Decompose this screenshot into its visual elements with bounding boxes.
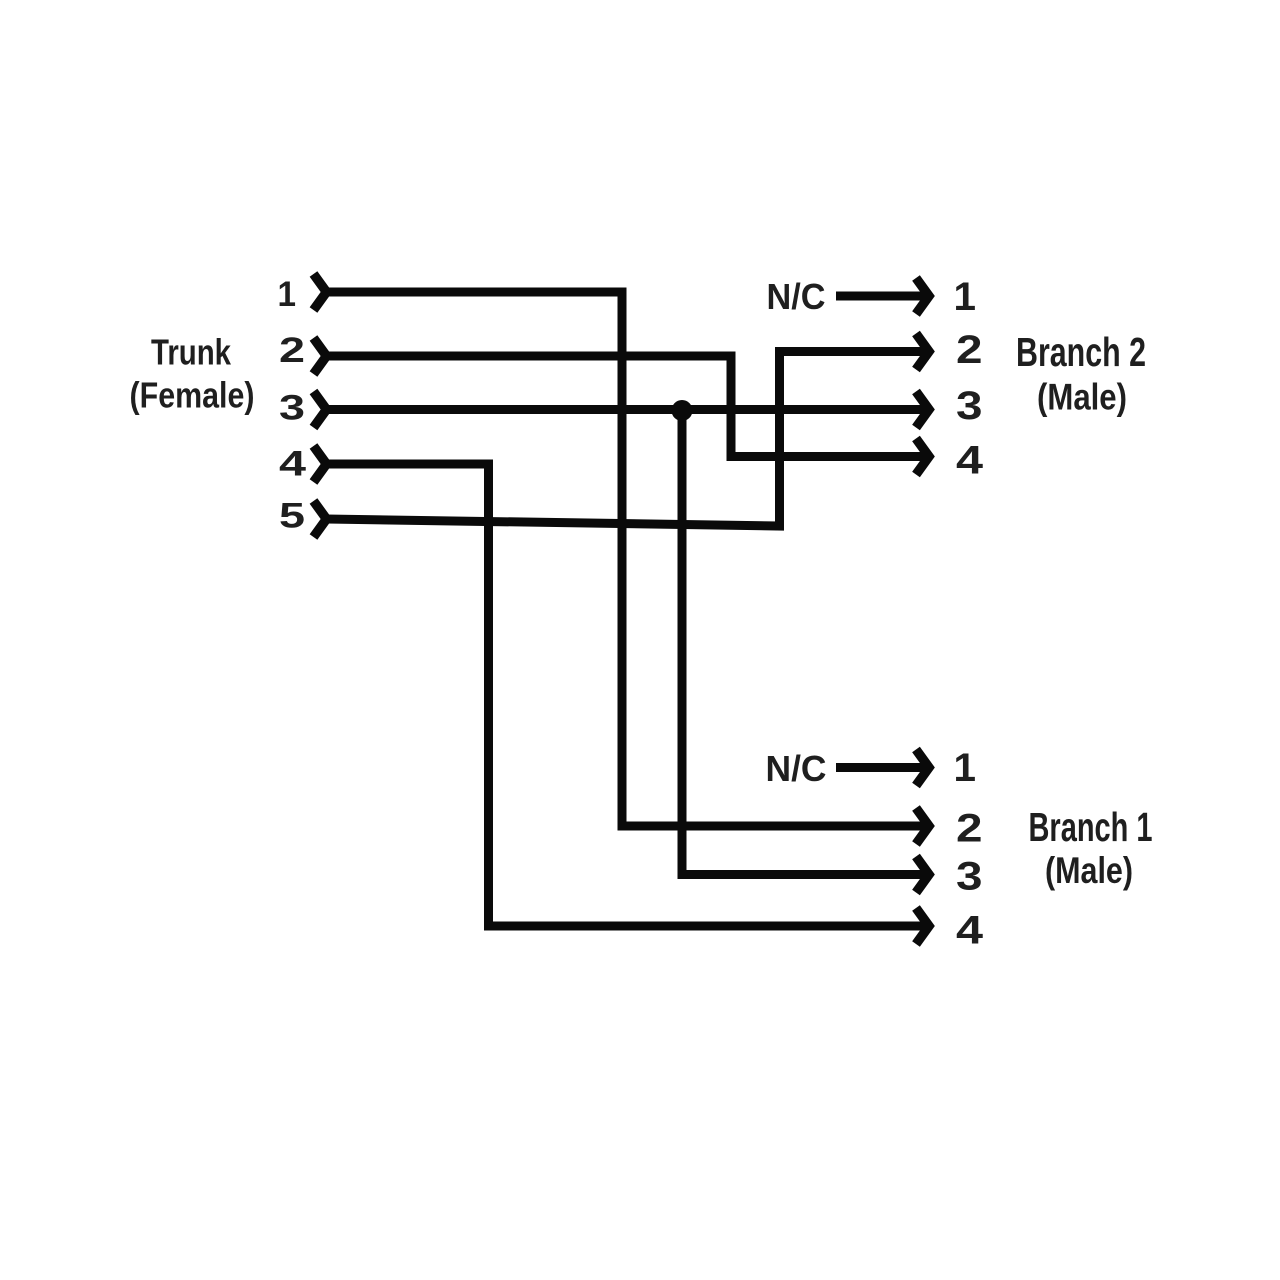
svg-text:1: 1 [954, 746, 977, 790]
svg-text:5: 5 [279, 497, 305, 536]
svg-text:3: 3 [956, 855, 983, 899]
svg-text:N/C: N/C [767, 276, 826, 317]
svg-text:1: 1 [278, 275, 297, 314]
svg-text:2: 2 [956, 807, 983, 851]
svg-text:2: 2 [956, 328, 983, 372]
svg-text:4: 4 [279, 445, 307, 484]
svg-text:Branch 1: Branch 1 [1029, 804, 1153, 850]
svg-text:3: 3 [956, 384, 983, 428]
svg-text:N/C: N/C [766, 748, 827, 789]
svg-text:4: 4 [956, 909, 984, 953]
svg-text:(Male): (Male) [1045, 850, 1133, 891]
svg-text:3: 3 [279, 389, 305, 428]
svg-text:Trunk: Trunk [151, 332, 232, 373]
svg-text:1: 1 [954, 275, 977, 319]
svg-text:Branch 2: Branch 2 [1016, 329, 1146, 375]
svg-text:(Female): (Female) [130, 375, 255, 416]
svg-text:2: 2 [279, 331, 305, 370]
svg-text:4: 4 [956, 439, 984, 483]
svg-text:(Male): (Male) [1037, 377, 1127, 418]
